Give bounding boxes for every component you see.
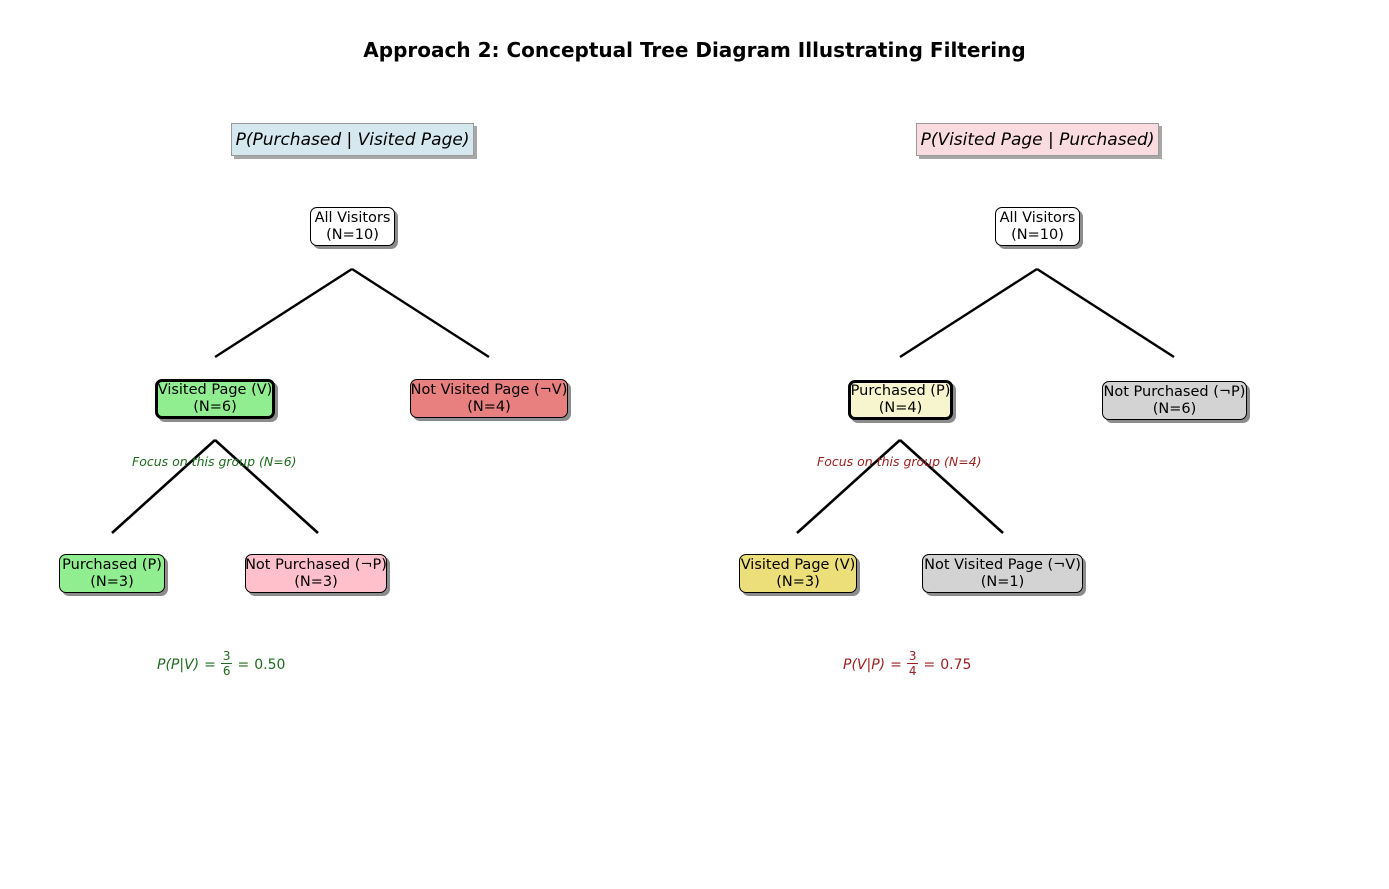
connector-right-root-to-purchased <box>899 267 1038 359</box>
node-left-root-all-visitors: All Visitors (N=10) <box>310 207 395 246</box>
formula-equals: = <box>890 656 902 673</box>
focus-note-left: Focus on this group (N=6) <box>132 454 297 469</box>
node-label-line1: All Visitors <box>999 209 1076 226</box>
node-label-line1: Not Visited Page (¬V) <box>924 556 1081 573</box>
node-label-line2: (N=4) <box>878 400 923 416</box>
node-left-not-visited-page: Not Visited Page (¬V) (N=4) <box>410 379 568 418</box>
formula-lhs: P(P|V) <box>157 656 200 673</box>
node-label-line1: Not Visited Page (¬V) <box>410 381 568 398</box>
node-label-line2: (N=3) <box>776 573 820 590</box>
formula-equals: = <box>204 656 216 673</box>
node-label-line1: Visited Page (V) <box>157 382 273 399</box>
formula-equals-2: = <box>237 656 250 673</box>
formula-lhs: P(V|P) <box>843 656 886 673</box>
page-title: Approach 2: Conceptual Tree Diagram Illu… <box>363 38 1026 62</box>
connector-left-root-to-visited <box>214 267 353 359</box>
node-label-line1: Purchased (P) <box>850 383 951 400</box>
node-label-line2: (N=10) <box>1011 226 1064 243</box>
node-right-not-visited-page: Not Visited Page (¬V) (N=1) <box>922 554 1083 593</box>
node-right-root-all-visitors: All Visitors (N=10) <box>995 207 1080 246</box>
formula-equals-2: = <box>923 656 936 673</box>
node-label-line1: Not Purchased (¬P) <box>1103 383 1246 400</box>
node-right-purchased: Purchased (P) (N=4) <box>848 380 953 420</box>
formula-denominator: 4 <box>906 663 919 678</box>
node-right-not-purchased: Not Purchased (¬P) (N=6) <box>1102 381 1247 420</box>
connector-right-root-to-notpurchased <box>1036 267 1175 359</box>
node-label-line1: All Visitors <box>314 209 391 226</box>
node-label-line2: (N=3) <box>294 573 338 590</box>
node-left-not-purchased: Not Purchased (¬P) (N=3) <box>245 554 387 593</box>
formula-numerator: 3 <box>222 649 231 663</box>
formula-numerator: 3 <box>908 649 917 663</box>
node-label-line2: (N=3) <box>90 573 134 590</box>
node-label-line1: Visited Page (V) <box>740 556 856 573</box>
formula-value: 0.75 <box>940 656 972 673</box>
focus-note-right: Focus on this group (N=4) <box>817 454 982 469</box>
node-label-line2: (N=1) <box>980 573 1025 590</box>
node-label-line2: (N=6) <box>193 399 237 415</box>
formula-right: P(V|P) = 3 4 = 0.75 <box>843 649 972 678</box>
formula-fraction: 3 6 <box>220 649 233 678</box>
node-label-line1: Not Purchased (¬P) <box>245 556 387 573</box>
connector-left-root-to-notvisited <box>351 267 490 359</box>
node-label-line2: (N=10) <box>326 226 379 243</box>
formula-left: P(P|V) = 3 6 = 0.50 <box>157 649 286 678</box>
node-left-visited-page: Visited Page (V) (N=6) <box>155 379 275 419</box>
formula-denominator: 6 <box>220 663 233 678</box>
formula-value: 0.50 <box>254 656 286 673</box>
node-right-visited-page: Visited Page (V) (N=3) <box>739 554 857 593</box>
formula-fraction: 3 4 <box>906 649 919 678</box>
node-left-purchased: Purchased (P) (N=3) <box>59 554 165 593</box>
panel-header-right: P(Visited Page | Purchased) <box>916 123 1159 156</box>
node-label-line1: Purchased (P) <box>62 556 162 573</box>
node-label-line2: (N=6) <box>1152 400 1197 417</box>
node-label-line2: (N=4) <box>467 398 511 415</box>
panel-header-left: P(Purchased | Visited Page) <box>231 123 474 156</box>
